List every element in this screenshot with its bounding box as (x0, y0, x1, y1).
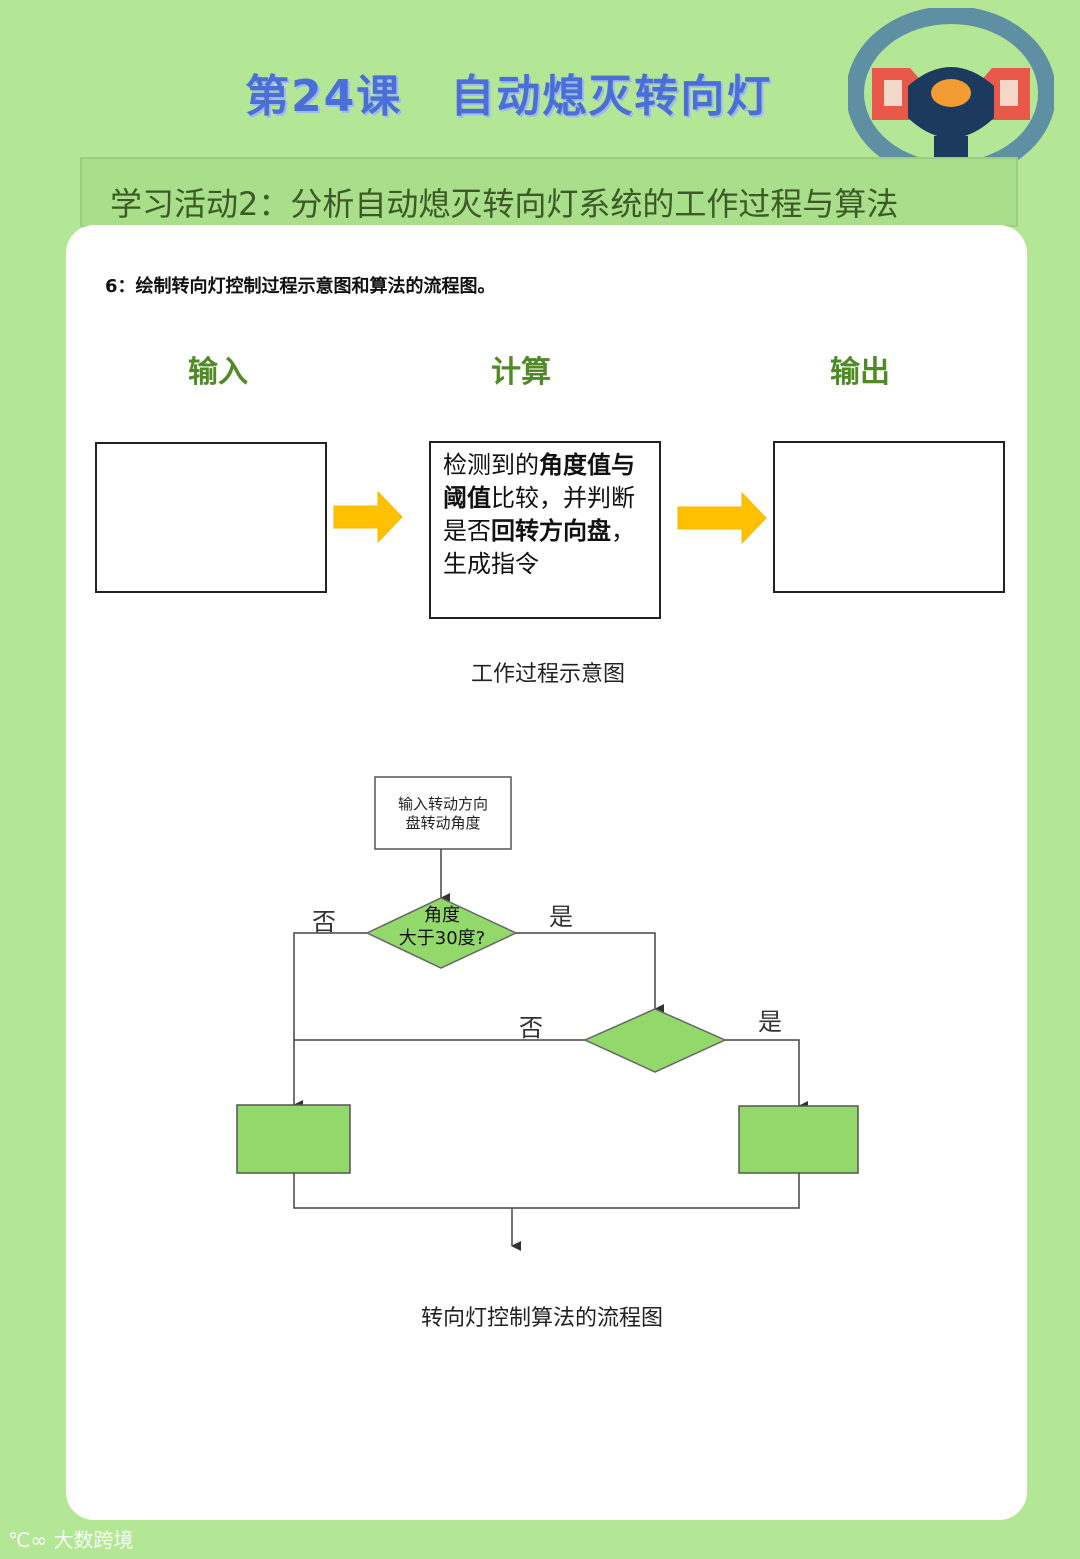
compute-bold-threshold: 与阈值 (443, 451, 635, 512)
watermark: ℃∞ 大数跨境 (8, 1524, 133, 1553)
activity-banner: 学习活动2：分析自动熄灭转向灯系统的工作过程与算法 (80, 157, 1018, 227)
flow-decision-1-text: 角度 大于30度? (371, 904, 513, 950)
flow-decision-2 (583, 1008, 727, 1073)
flow-label-yes-1: 是 (549, 903, 573, 931)
lesson-name: 自动熄灭转向灯 (450, 71, 773, 122)
content-card (66, 225, 1027, 1520)
compute-box (429, 441, 661, 619)
compute-bold-return: 回转方向盘 (491, 517, 611, 545)
compute-text-1: 检测到的 (443, 451, 539, 479)
flow-start-line-1: 输入转动方向 (397, 795, 488, 813)
flow-line-yes-1 (516, 932, 664, 1014)
compute-text-3: ，生成指令 (443, 517, 635, 578)
arrow-input-to-compute-icon (333, 490, 403, 544)
flow-line-yes-2 (725, 1039, 808, 1111)
question-text: 6：绘制转向灯控制过程示意图和算法的流程图。 (105, 276, 496, 297)
lesson-title: 第24课自动熄灭转向灯 (245, 60, 772, 124)
stage-label-compute: 计算 (491, 355, 551, 390)
flow-process-left (236, 1104, 351, 1174)
stage-label-output: 输出 (830, 355, 890, 390)
stage-label-input: 输入 (188, 355, 248, 390)
flow-label-no-2: 否 (519, 1014, 543, 1042)
flow-label-no-1: 否 (312, 908, 336, 936)
flow-label-yes-2: 是 (758, 1008, 782, 1036)
flow-process-right (738, 1105, 859, 1174)
flow-decision-1 (365, 897, 518, 969)
watermark-text: 大数跨境 (53, 1528, 134, 1552)
arrow-compute-to-output-icon (677, 491, 767, 545)
lesson-number: 第24课 (245, 71, 403, 122)
output-box[interactable] (773, 441, 1005, 593)
flow-start-text: 输入转动方向 盘转动角度 (375, 795, 511, 833)
flow-line-no-1 (293, 932, 367, 1110)
compute-bold-angle: 角度值 (539, 451, 611, 479)
activity-title: 学习活动2：分析自动熄灭转向灯系统的工作过程与算法 (110, 185, 899, 223)
flow-caption: 转向灯控制算法的流程图 (421, 1306, 664, 1331)
flow-start-box (374, 776, 512, 850)
flow-decision-line-2: 大于30度? (398, 928, 486, 949)
input-box[interactable] (95, 442, 327, 593)
compute-description: 检测到的角度值与阈值比较，并判断是否回转方向盘，生成指令 (443, 449, 648, 581)
process-caption: 工作过程示意图 (471, 662, 626, 687)
flow-decision-line-1: 角度 (424, 905, 460, 926)
flow-start-line-2: 盘转动角度 (405, 814, 481, 832)
flow-merge-line (293, 1173, 800, 1209)
compute-text-2: 比较，并判断是否 (443, 484, 635, 545)
watermark-logo-icon: ℃∞ (8, 1528, 54, 1552)
